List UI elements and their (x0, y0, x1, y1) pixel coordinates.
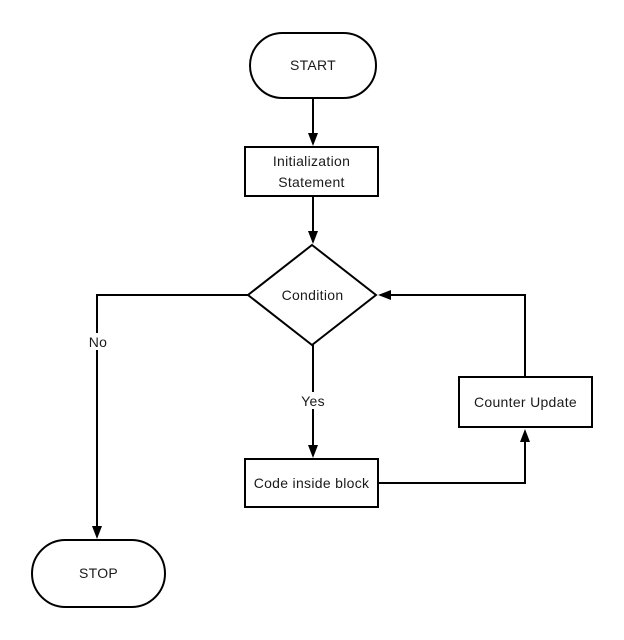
no-branch-label: No (83, 333, 113, 350)
yes-branch-label: Yes (296, 392, 330, 409)
arrowhead-into-init (308, 133, 318, 146)
start-node-label: START (289, 57, 337, 74)
code-block-node-shape (244, 458, 379, 508)
initialization-node-shape (244, 146, 379, 197)
counter-update-node-label: Counter Update (473, 393, 578, 410)
edge-counter-to-condition (389, 294, 526, 377)
start-node-shape (249, 32, 377, 99)
code-block-node-label: Code inside block (253, 474, 370, 491)
edge-code-to-counter (378, 440, 526, 484)
arrowhead-into-counter (520, 429, 530, 442)
arrowhead-into-condition-top (308, 231, 318, 244)
edge-condition-no-to-stop (96, 294, 248, 528)
arrowhead-into-condition-right (378, 290, 391, 300)
condition-diamond-shape (246, 243, 378, 347)
counter-update-node-shape (458, 376, 593, 428)
stop-node-label: STOP (78, 565, 119, 582)
initialization-node-label: Initialization Statement (272, 153, 351, 190)
condition-node-label: Condition (281, 286, 344, 303)
stop-node-shape (31, 539, 166, 608)
arrowhead-into-code (308, 445, 318, 458)
arrowhead-into-stop (92, 526, 102, 539)
